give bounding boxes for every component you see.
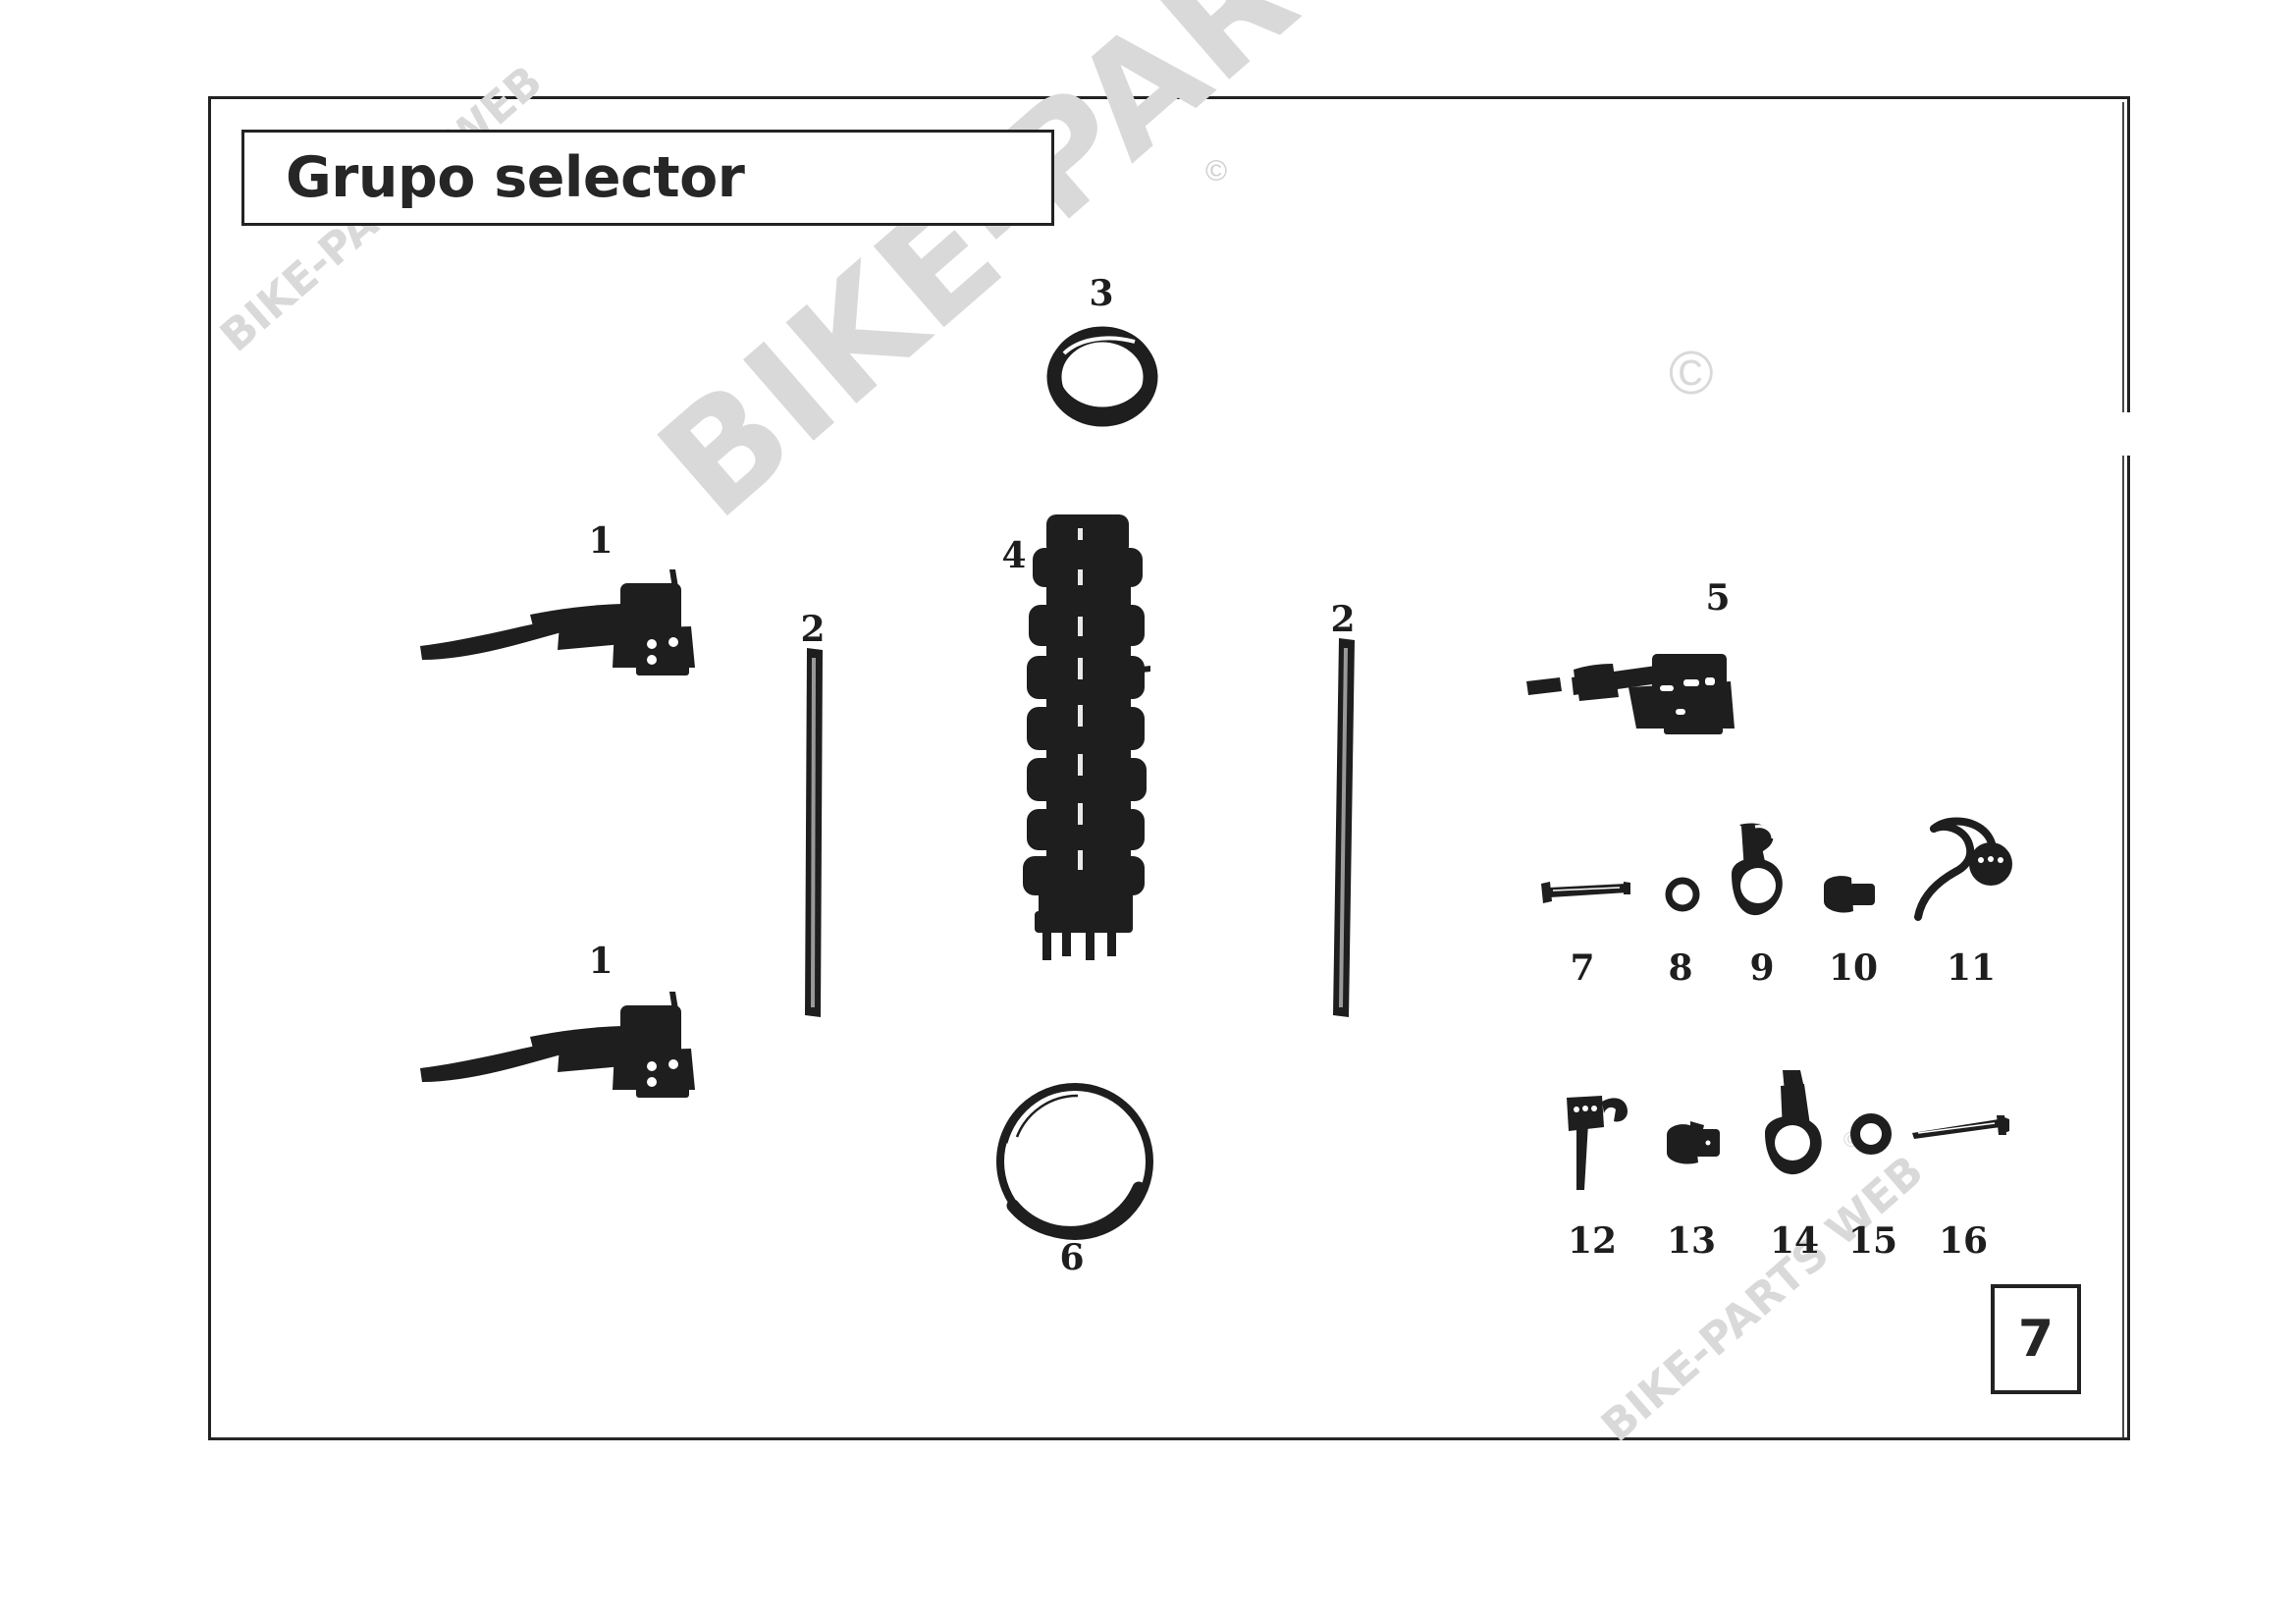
- callout-8: 8: [1668, 947, 1693, 989]
- page-title: Grupo selector: [286, 145, 745, 210]
- callout-16: 16: [1938, 1220, 1989, 1262]
- callout-3: 3: [1089, 273, 1114, 314]
- callout-9: 9: [1749, 947, 1775, 989]
- callout-2-right: 2: [1330, 599, 1356, 640]
- callout-14: 14: [1769, 1220, 1820, 1262]
- part-10-stud-bolt: [1822, 872, 1885, 917]
- callout-13: 13: [1666, 1220, 1717, 1262]
- part-1-shift-fork-lower: [412, 992, 707, 1100]
- callout-1-upper: 1: [588, 520, 614, 562]
- part-2-fork-shaft-left: [793, 648, 836, 1019]
- callout-6: 6: [1059, 1237, 1085, 1278]
- callout-2-left: 2: [800, 609, 826, 650]
- part-12-spring-clip: [1563, 1092, 1631, 1194]
- part-15-washer-ring: [1846, 1109, 1896, 1159]
- part-1-shift-fork-upper: [412, 569, 707, 677]
- callout-12: 12: [1567, 1220, 1618, 1262]
- diagram-outer-frame-secondary: [215, 102, 2124, 1439]
- part-14-claw-lever: [1759, 1070, 1832, 1186]
- part-16-long-screw: [1912, 1113, 2014, 1145]
- callout-7: 7: [1570, 947, 1595, 989]
- callout-11: 11: [1946, 947, 1997, 989]
- part-8-small-ring: [1662, 874, 1703, 915]
- part-5-shift-fork-right: [1526, 626, 1752, 734]
- part-11-spring-wire-ball: [1912, 811, 2016, 925]
- callout-1-lower: 1: [588, 941, 614, 982]
- callout-10: 10: [1828, 947, 1879, 989]
- callout-5: 5: [1705, 577, 1731, 619]
- callout-15: 15: [1847, 1220, 1898, 1262]
- part-2-fork-shaft-right: [1323, 638, 1366, 1019]
- part-9-claw-lever: [1726, 821, 1798, 931]
- part-3-ring-bearing: [1046, 324, 1158, 427]
- diagram-title-box: Grupo selector: [241, 130, 1054, 226]
- page-number-box: 7: [1991, 1284, 2081, 1394]
- part-6-circular-plate: [991, 1078, 1158, 1245]
- part-4-selector-drum: [1003, 511, 1180, 962]
- frame-scan-gap: [2112, 412, 2138, 456]
- part-7-pin-bolt: [1541, 876, 1631, 909]
- page-number: 7: [2017, 1310, 2055, 1369]
- callout-4: 4: [1001, 535, 1027, 576]
- part-13-stud-bolt: [1665, 1119, 1728, 1168]
